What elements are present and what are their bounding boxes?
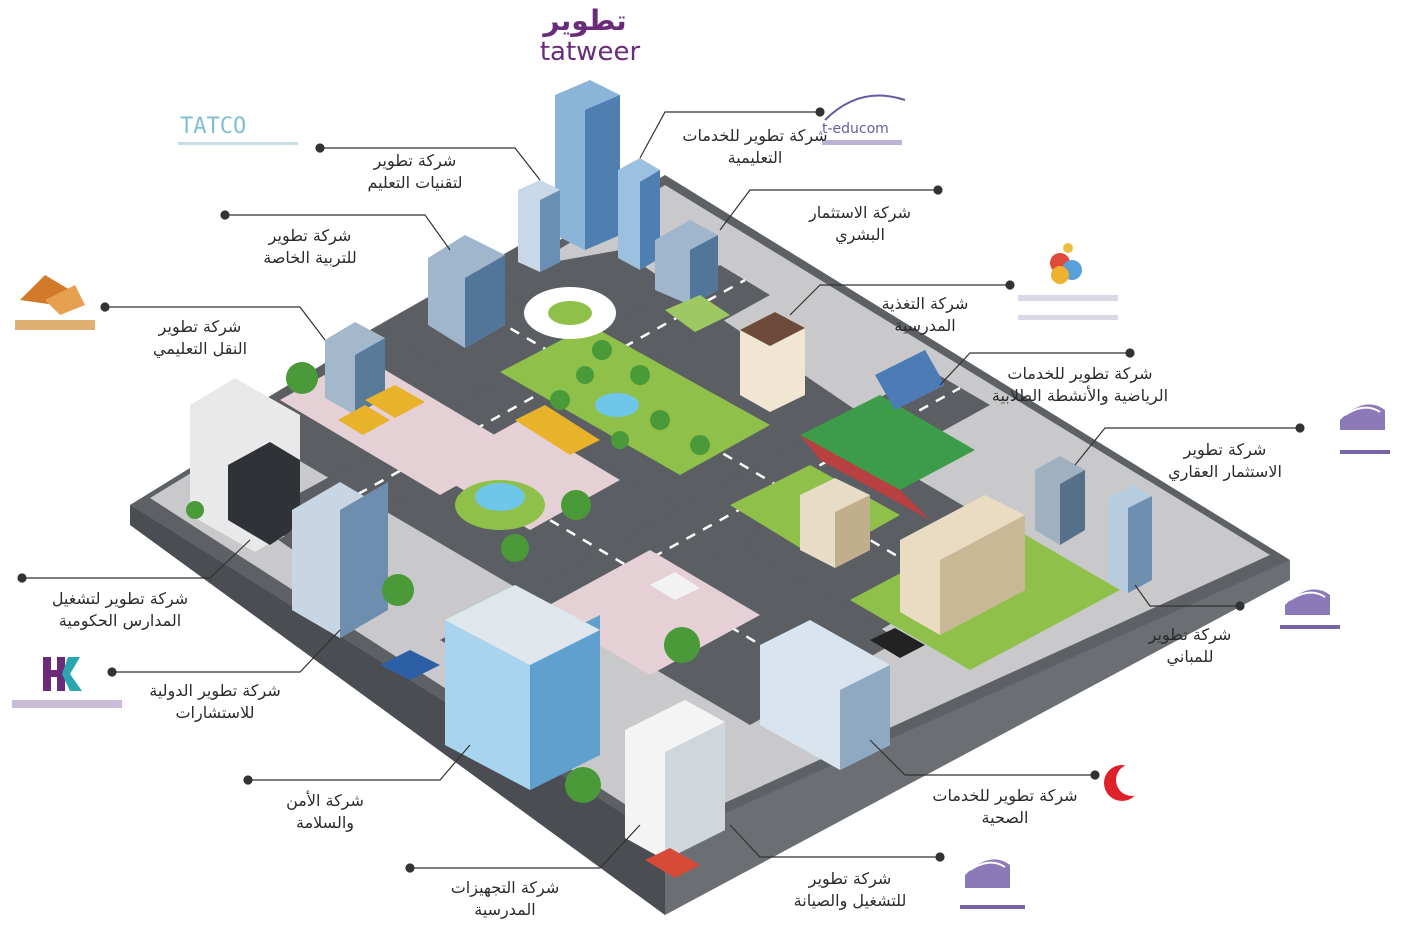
label-school-nutrition: شركة التغذية المدرسية <box>850 293 1000 337</box>
vehicles <box>338 295 925 878</box>
label-line: شركة تطوير <box>808 869 892 888</box>
nutrition-logo <box>1018 243 1118 320</box>
label-line: للتربية الخاصة <box>263 248 357 267</box>
red-crescent-logo <box>1104 764 1148 801</box>
label-line: شركة تطوير <box>373 151 457 170</box>
label-human-investment: شركة الاستثمار البشري <box>780 202 940 246</box>
label-line: شركة التجهيزات <box>450 878 560 897</box>
trees <box>186 340 710 803</box>
label-line: شركة تطوير <box>268 226 352 245</box>
real-estate-logo <box>1340 404 1390 454</box>
label-real-estate: شركة تطوير الاستثمار العقاري <box>1140 439 1310 483</box>
label-line: المدرسية <box>894 316 956 335</box>
leader-lines <box>17 107 1305 873</box>
label-consulting: شركة تطوير الدولية للاستشارات <box>120 680 310 724</box>
label-line: البشري <box>835 225 885 244</box>
label-line: المدارس الحكومية <box>58 611 182 630</box>
label-buildings: شركة تطوير للمباني <box>1125 624 1255 668</box>
label-line: شركة تطوير للخدمات <box>932 786 1078 805</box>
consulting-logo <box>12 657 122 708</box>
label-govt-schools: شركة تطوير لتشغيل المدارس الحكومية <box>20 588 220 632</box>
label-line: شركة الاستثمار <box>809 203 911 222</box>
label-line: شركة تطوير <box>1183 440 1267 459</box>
educom-logo: t-educom <box>822 94 906 145</box>
label-line: المدرسية <box>474 900 536 919</box>
label-line: شركة تطوير للخدمات <box>1007 364 1153 383</box>
tatweer-logo-arabic: تطوير <box>541 4 626 37</box>
maintenance-logo <box>960 859 1025 909</box>
label-line: للاستشارات <box>175 703 255 722</box>
tatco-logo-text: TATCO <box>180 114 246 139</box>
tatweer-logo: تطوير tatweer <box>540 4 641 67</box>
company-logos: TATCO t-educom <box>12 94 1390 909</box>
label-line: الاستثمار العقاري <box>1168 462 1282 481</box>
label-sports-activities: شركة تطوير للخدمات الرياضية والأنشطة الط… <box>960 363 1200 407</box>
label-line: الصحية <box>981 808 1029 827</box>
label-tatco: شركة تطوير لتقنيات التعليم <box>340 150 490 194</box>
label-line: شركة تطوير <box>1148 625 1232 644</box>
label-line: التعليمية <box>727 148 783 167</box>
label-line: للتشغيل والصيانة <box>793 891 907 910</box>
label-health: شركة تطوير للخدمات الصحية <box>900 785 1110 829</box>
tatweer-logo-latin: tatweer <box>540 37 641 67</box>
label-educational-services: شركة تطوير للخدمات التعليمية <box>665 125 845 169</box>
label-line: النقل التعليمي <box>152 339 248 358</box>
label-line: شركة تطوير <box>158 317 242 336</box>
label-line: لتقنيات التعليم <box>367 173 463 192</box>
label-line: والسلامة <box>295 813 354 832</box>
label-security: شركة الأمن والسلامة <box>250 790 400 834</box>
label-educational-transport: شركة تطوير النقل التعليمي <box>120 316 280 360</box>
label-line: شركة تطوير لتشغيل <box>51 589 189 608</box>
transport-logo <box>15 275 95 330</box>
label-equipment: شركة التجهيزات المدرسية <box>420 877 590 921</box>
educom-logo-text: t-educom <box>822 121 889 137</box>
label-line: شركة تطوير للخدمات <box>682 126 828 145</box>
label-line: شركة تطوير الدولية <box>149 681 281 700</box>
label-line: للمباني <box>1166 647 1214 666</box>
label-maintenance: شركة تطوير للتشغيل والصيانة <box>765 868 935 912</box>
label-line: شركة الأمن <box>286 791 364 810</box>
label-line: الرياضية والأنشطة الطلابية <box>991 386 1169 405</box>
buildings <box>190 80 1152 860</box>
label-line: شركة التغذية <box>881 294 969 313</box>
tatco-logo: TATCO <box>178 114 298 145</box>
label-special-education: شركة تطوير للتربية الخاصة <box>240 225 380 269</box>
buildings-logo <box>1280 589 1340 629</box>
